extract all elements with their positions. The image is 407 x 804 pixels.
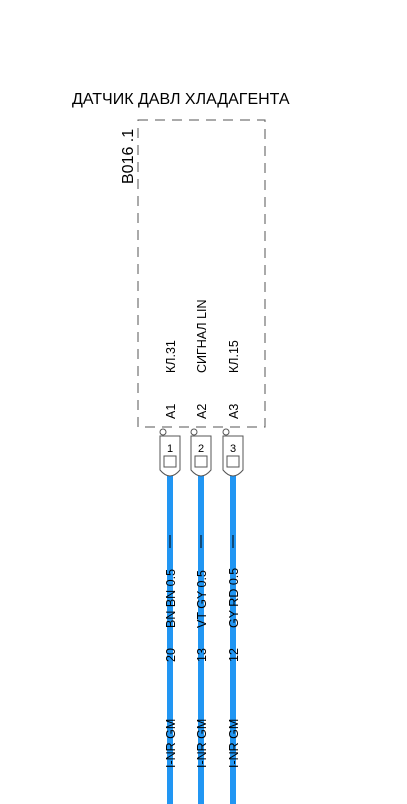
pin-id-label: A2 [195,404,209,419]
pin-id-label: A3 [227,404,241,419]
pin-function-label: КЛ.31 [164,340,178,373]
harness-label: I-NR GM [195,719,209,768]
wire-code-label: 12 [227,648,241,662]
component-ref: B016 .1 [120,129,137,184]
pin-a2: СИГНАЛ LIN A2 2 VT GY 0.5 13I-NR GM [190,299,212,804]
terminal-number: 3 [230,443,236,455]
terminal-square [226,455,240,468]
pin-contact [222,428,230,436]
component-title: ДАТЧИК ДАВЛ ХЛАДАГЕНТА [72,91,290,108]
terminal-square [163,455,177,468]
pin-function-label: СИГНАЛ LIN [195,299,209,373]
component-outline [137,119,266,428]
pin-function-label: КЛ.15 [227,340,241,373]
wire-spec-label: VT GY 0.5 [195,570,209,628]
terminal-square [194,455,208,468]
harness-label: I-NR GM [227,719,241,768]
terminal-number: 1 [167,443,173,455]
pin-contact [159,428,167,436]
pin-contact [190,428,198,436]
wire-spec-label: BN BN 0.5 [164,569,178,628]
wire-code-label: 20 [164,648,178,662]
wire-code-label: 13 [195,648,209,662]
pin-id-label: A1 [164,404,178,419]
wire-spec-label: GY RD 0.5 [227,568,241,628]
harness-label: I-NR GM [164,719,178,768]
terminal-number: 2 [198,443,204,455]
